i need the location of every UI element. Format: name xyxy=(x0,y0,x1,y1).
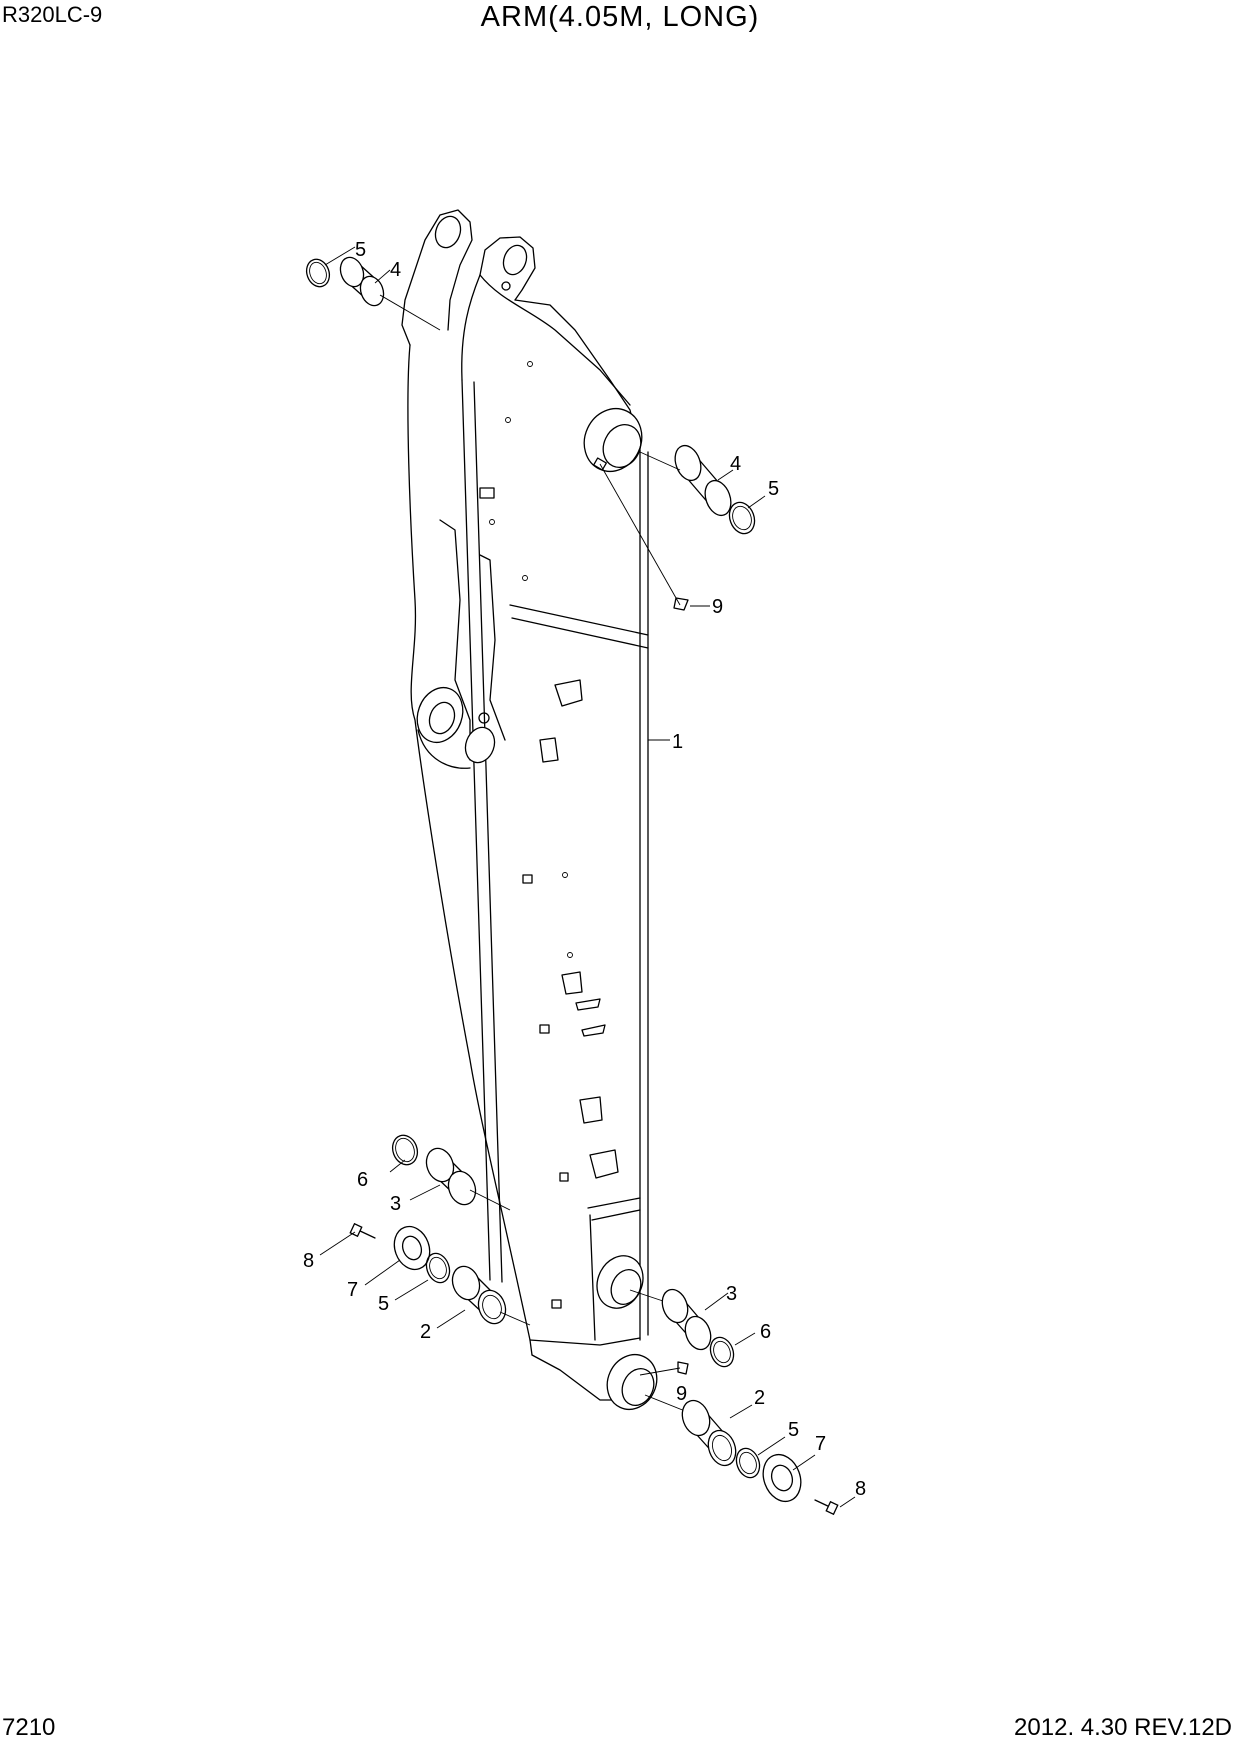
snap-ring-5-top-left xyxy=(305,258,331,288)
arm-body xyxy=(401,209,658,1410)
snap-ring-5-top-right xyxy=(728,501,756,535)
bushing-3-right xyxy=(661,1288,712,1351)
callout-7: 7 xyxy=(347,1279,358,1301)
snap-ring-5-bottom-left xyxy=(425,1252,451,1284)
plate-7-right xyxy=(762,1453,802,1503)
parts xyxy=(305,256,839,1516)
bushing-2-right xyxy=(681,1399,737,1467)
model-number: R320LC-9 xyxy=(2,2,103,27)
callout-7: 7 xyxy=(815,1433,826,1455)
callout-1: 1 xyxy=(672,731,683,753)
callout-3: 3 xyxy=(390,1193,401,1215)
bushing-2-left xyxy=(451,1265,507,1325)
snap-ring-5-bottom-right xyxy=(735,1447,761,1479)
plate-7-left xyxy=(393,1225,431,1271)
page-title: ARM(4.05M, LONG) xyxy=(480,1,760,33)
leader-lines xyxy=(319,246,856,1508)
callout-8: 8 xyxy=(855,1478,866,1500)
callout-2: 2 xyxy=(754,1387,765,1409)
callout-9: 9 xyxy=(676,1383,687,1405)
callout-4: 4 xyxy=(730,453,741,475)
callout-5: 5 xyxy=(378,1293,389,1315)
callout-labels: 5 4 4 5 9 1 6 3 8 7 5 2 3 6 9 2 5 7 8 xyxy=(303,239,866,1500)
revision-date: 2012. 4.30 REV.12D xyxy=(1014,1714,1232,1741)
bushing-4-top-left xyxy=(339,256,385,307)
ring-6-left xyxy=(391,1134,419,1166)
callout-5: 5 xyxy=(788,1419,799,1441)
callout-6: 6 xyxy=(760,1321,771,1343)
page-number: 7210 xyxy=(2,1714,56,1741)
callout-8: 8 xyxy=(303,1250,314,1272)
callout-2: 2 xyxy=(420,1321,431,1343)
callout-5: 5 xyxy=(768,478,779,500)
callout-9: 9 xyxy=(712,596,723,618)
callout-6: 6 xyxy=(357,1169,368,1191)
ring-6-right xyxy=(709,1336,735,1368)
bolt-8-left xyxy=(357,1229,376,1239)
bushing-3-left xyxy=(425,1147,477,1206)
callout-3: 3 xyxy=(726,1283,737,1305)
bushing-4-top-right xyxy=(674,444,732,517)
callout-5: 5 xyxy=(355,239,366,261)
callout-4: 4 xyxy=(390,259,401,281)
